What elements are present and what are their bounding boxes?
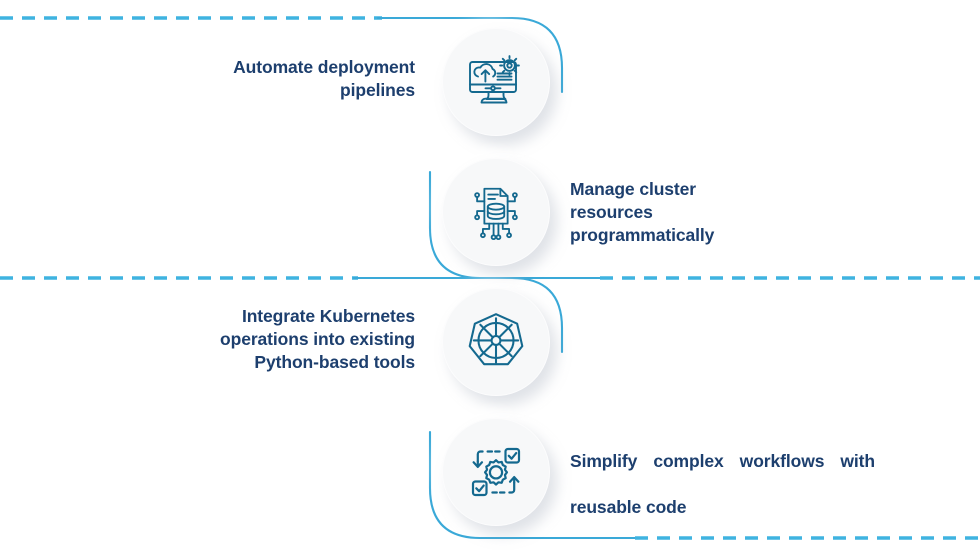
label-line: programmatically xyxy=(570,225,715,245)
label-integrate-kubernetes-operations: Integrate Kubernetes operations into exi… xyxy=(175,305,415,374)
icon-badge-integrate-kubernetes-operations[interactable] xyxy=(442,288,550,396)
label-line: reusable code xyxy=(570,497,687,517)
kubernetes-helm-wheel-icon xyxy=(463,309,529,375)
label-line: Automate deployment xyxy=(233,57,415,77)
label-manage-cluster-resources: Manage cluster resources programmaticall… xyxy=(570,178,830,247)
label-automate-deployment-pipelines: Automate deployment pipelines xyxy=(170,56,415,102)
label-line: Integrate Kubernetes xyxy=(241,306,415,326)
label-line: Manage cluster xyxy=(570,179,697,199)
label-line: Simplify complex workflows with xyxy=(570,451,875,471)
monitor-cloud-upload-gear-icon xyxy=(464,50,528,114)
label-line: resources xyxy=(570,202,653,222)
icon-badge-simplify-complex-workflows[interactable] xyxy=(442,418,550,526)
label-line: operations into existing xyxy=(220,329,415,349)
label-simplify-complex-workflows: Simplify complex workflows with reusable… xyxy=(570,450,875,519)
gear-checkbox-cycle-icon xyxy=(464,440,528,504)
icon-badge-automate-deployment-pipelines[interactable] xyxy=(442,28,550,136)
label-line: Python-based tools xyxy=(254,352,415,372)
document-database-circuit-icon xyxy=(465,181,527,243)
icon-badge-manage-cluster-resources[interactable] xyxy=(442,158,550,266)
label-line: pipelines xyxy=(340,80,415,100)
